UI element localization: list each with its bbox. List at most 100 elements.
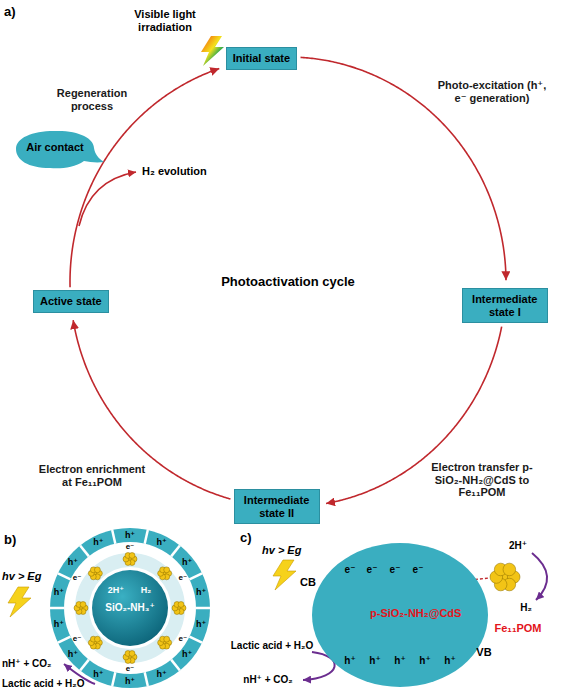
- core-circle: SiO₂-NH₃⁺: [92, 570, 168, 646]
- edge-label-anchor: Electron enrichment at Fe₁₁POM: [33, 463, 151, 488]
- label-anchor: e⁻: [367, 564, 378, 576]
- edge-label-anchor: Regeneration process: [50, 87, 134, 112]
- label-anchor: H₂: [520, 602, 532, 614]
- charge-label: h⁺: [68, 557, 78, 567]
- text-label: b): [4, 533, 16, 548]
- pore-spoke: [196, 607, 210, 610]
- node-text: Intermediate state II: [241, 494, 313, 519]
- charge-label: h⁺: [344, 655, 355, 667]
- text-label: c): [240, 531, 252, 546]
- label-anchor: VB: [476, 646, 491, 659]
- label-anchor: h⁺: [196, 587, 206, 597]
- label-anchor: e⁻: [413, 564, 424, 576]
- step-label: Electron enrichment at Fe₁₁POM: [33, 463, 151, 488]
- label-anchor: H₂ evolution: [142, 165, 207, 178]
- edge-label-anchor: Electron transfer p-SiO₂-NH₂@CdS to Fe₁₁…: [429, 461, 535, 499]
- label-anchor: Lactic acid + H₂O: [2, 678, 85, 690]
- pom-atom: [164, 567, 170, 573]
- label-anchor: h⁺: [68, 557, 78, 567]
- pore-spoke: [112, 672, 115, 686]
- pore-spoke: [145, 672, 148, 686]
- charge-label: h⁺: [419, 655, 430, 667]
- text-label: hv > Eg: [2, 570, 41, 583]
- label-anchor: e⁻: [73, 573, 82, 582]
- pom-clusters: [74, 553, 186, 664]
- charge-label: h⁺: [54, 587, 64, 597]
- text-label: H₂ evolution: [142, 165, 207, 178]
- charge-label: e⁻: [126, 542, 135, 551]
- label-anchor: h⁺: [54, 587, 64, 597]
- pore-spoke: [58, 637, 71, 643]
- charge-label: e⁻: [345, 564, 356, 576]
- label-anchor: h⁺: [196, 619, 206, 629]
- light-bolt: [273, 560, 296, 590]
- label-anchor: c): [240, 531, 252, 546]
- label-anchor: h⁺: [182, 648, 192, 658]
- pom-atom: [80, 602, 86, 608]
- text-label: nH⁺ + CO₂: [2, 658, 51, 670]
- pore-spoke: [189, 637, 202, 643]
- label-anchor: h⁺: [344, 655, 355, 667]
- node-text: Air contact: [19, 141, 91, 154]
- node-text: Intermediate state I: [469, 293, 541, 318]
- pore-spoke: [171, 660, 180, 671]
- pom-cluster: [490, 563, 520, 591]
- charge-label: h⁺: [196, 587, 206, 597]
- charge-label: e⁻: [367, 564, 378, 576]
- charge-label: h⁺: [125, 530, 135, 540]
- charge-label: h⁺: [157, 537, 167, 547]
- label-anchor: h⁺: [157, 669, 167, 679]
- label-anchor: e⁻: [178, 634, 187, 643]
- state-box: Initial state: [226, 47, 297, 70]
- pore-spoke: [112, 530, 115, 544]
- charge-label: h⁺: [394, 655, 405, 667]
- node-text: Active state: [40, 295, 102, 308]
- text-label: a): [4, 5, 16, 20]
- ellipse-shape: [312, 543, 488, 687]
- pom-atom: [164, 636, 170, 642]
- pore-spoke: [189, 573, 202, 579]
- label-anchor: 2H⁺: [509, 540, 527, 552]
- bubble-shape: [16, 131, 104, 168]
- core-shape: [92, 570, 168, 646]
- text-label: Fe₁₁POM: [495, 622, 542, 635]
- charge-label: H₂: [520, 602, 532, 614]
- charge-label: Lactic acid + H₂O: [231, 640, 314, 652]
- charge-label: h⁺: [196, 619, 206, 629]
- charge-label: e⁻: [73, 634, 82, 643]
- pore-spokes: [50, 530, 210, 686]
- pore-spoke: [80, 660, 89, 671]
- pore-spoke: [80, 545, 89, 556]
- label-anchor: Visible light irradiation: [118, 8, 213, 33]
- label-anchor: h⁺: [444, 655, 455, 667]
- label-anchor: h⁺: [369, 655, 380, 667]
- text-label: 2H⁺: [108, 585, 124, 595]
- label-anchor: CB: [300, 576, 316, 589]
- h2-branch-arrow: [79, 172, 136, 226]
- charge-label: h⁺: [444, 655, 455, 667]
- label-anchor: Lactic acid + H₂O: [231, 640, 314, 652]
- charge-label: e⁻: [178, 573, 187, 582]
- charge-label: h⁺: [93, 669, 103, 679]
- charge-label: e⁻: [390, 564, 401, 576]
- label-anchor: e⁻: [126, 664, 135, 673]
- label-anchor: h⁺: [68, 648, 78, 658]
- state-box: Intermediate state I: [462, 288, 548, 323]
- pom-atom: [94, 636, 100, 642]
- label-anchor: e⁻: [73, 634, 82, 643]
- step-label: Electron transfer p-SiO₂-NH₂@CdS to Fe₁₁…: [429, 461, 535, 499]
- label-anchor: h⁺: [125, 676, 135, 686]
- charge-label: e⁻: [413, 564, 424, 576]
- text-label: Visible light irradiation: [118, 8, 213, 33]
- light-bolt: [8, 587, 31, 617]
- pom-atom: [178, 602, 184, 608]
- label-anchor: h⁺: [54, 619, 64, 629]
- transfer-line: [470, 578, 489, 580]
- mesopore-gap: [64, 542, 196, 674]
- label-anchor: 2H⁺: [108, 585, 124, 595]
- node-text: p-SiO₂-NH₂@CdS: [370, 607, 488, 620]
- charge-label: h⁺: [68, 648, 78, 658]
- label-anchor: hv > Eg: [2, 570, 41, 583]
- text-label: H₂: [141, 585, 152, 595]
